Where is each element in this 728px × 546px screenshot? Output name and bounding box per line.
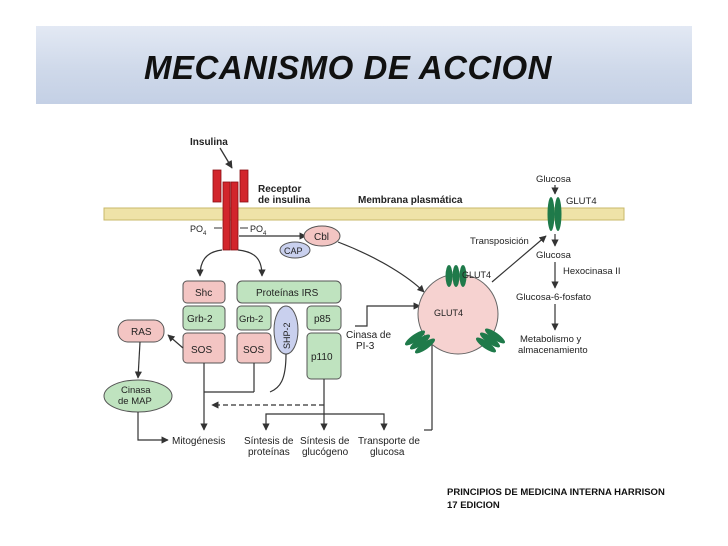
glut4-vesicle-label: GLUT4 bbox=[462, 270, 491, 280]
glucosa-outside: Glucosa bbox=[536, 174, 572, 185]
glut4-transporters-vesicle bbox=[404, 265, 506, 354]
svg-text:Proteínas IRS: Proteínas IRS bbox=[256, 288, 319, 299]
source-line-2: 17 EDICION bbox=[447, 500, 500, 511]
outcome-sintesis-glucogeno: Síntesis de bbox=[300, 436, 350, 447]
svg-text:Grb-2: Grb-2 bbox=[239, 314, 263, 325]
outcome-transporte: Transporte de bbox=[358, 436, 420, 447]
source-citation: PRINCIPIOS DE MEDICINA INTERNA HARRISON … bbox=[447, 486, 665, 512]
glut4-vesicle-inner-label: GLUT4 bbox=[434, 308, 463, 318]
outcome-sintesis-proteinas: Síntesis de bbox=[244, 436, 294, 447]
plasma-membrane bbox=[103, 207, 625, 221]
cbl-label: Cbl bbox=[314, 232, 329, 243]
svg-text:Grb-2: Grb-2 bbox=[187, 314, 213, 325]
glut4-membrane-label: GLUT4 bbox=[566, 196, 597, 207]
insulin-receptor bbox=[212, 169, 249, 251]
metabolismo-label-2: almacenamiento bbox=[518, 345, 588, 356]
ras-label: RAS bbox=[131, 327, 152, 338]
hexocinasa-label: Hexocinasa II bbox=[563, 266, 621, 277]
cap-label: CAP bbox=[284, 246, 303, 256]
receptor-label-2: de insulina bbox=[258, 195, 311, 206]
shc-column: Shc Grb-2 SOS bbox=[182, 280, 226, 364]
insulina-label: Insulina bbox=[190, 137, 228, 148]
outcome-transporte-2: glucosa bbox=[370, 447, 405, 458]
map-label: Cinasa bbox=[121, 385, 151, 396]
outcome-mitogenesis: Mitogénesis bbox=[172, 436, 225, 447]
glucosa-6-fosfato: Glucosa-6-fosfato bbox=[516, 292, 591, 303]
ras-box bbox=[117, 319, 165, 343]
svg-text:Shc: Shc bbox=[195, 288, 212, 299]
svg-text:SOS: SOS bbox=[191, 345, 212, 356]
svg-text:p85: p85 bbox=[314, 314, 331, 325]
svg-text:SHP-2: SHP-2 bbox=[282, 322, 292, 349]
receptor-label: Receptor bbox=[258, 184, 301, 195]
cbl-node bbox=[303, 225, 341, 247]
pi3-label-2: PI-3 bbox=[356, 341, 375, 352]
map-label-2: de MAP bbox=[118, 396, 152, 407]
po4-right: PO4 bbox=[250, 224, 267, 237]
glut4-membrane-transporter bbox=[547, 197, 562, 231]
slide-title: MECANISMO DE ACCION bbox=[144, 49, 552, 86]
cap-node bbox=[279, 241, 311, 259]
metabolismo-label: Metabolismo y bbox=[520, 334, 581, 345]
svg-text:p110: p110 bbox=[311, 352, 333, 363]
svg-text:SOS: SOS bbox=[243, 345, 264, 356]
outcome-sintesis-proteinas-2: proteínas bbox=[248, 447, 290, 458]
irs-block: Proteínas IRS Grb-2 SOS SHP-2 p85 p110 bbox=[236, 280, 342, 380]
outcome-sintesis-glucogeno-2: glucógeno bbox=[302, 447, 349, 458]
membrane-label: Membrana plasmática bbox=[358, 195, 463, 206]
po4-left: PO4 bbox=[190, 224, 207, 237]
transposicion-label: Transposición bbox=[470, 236, 529, 247]
glucosa-inside: Glucosa bbox=[536, 250, 572, 261]
title-band bbox=[36, 26, 692, 104]
pi3-label: Cinasa de bbox=[346, 330, 391, 341]
source-line-1: PRINCIPIOS DE MEDICINA INTERNA HARRISON bbox=[447, 487, 665, 498]
